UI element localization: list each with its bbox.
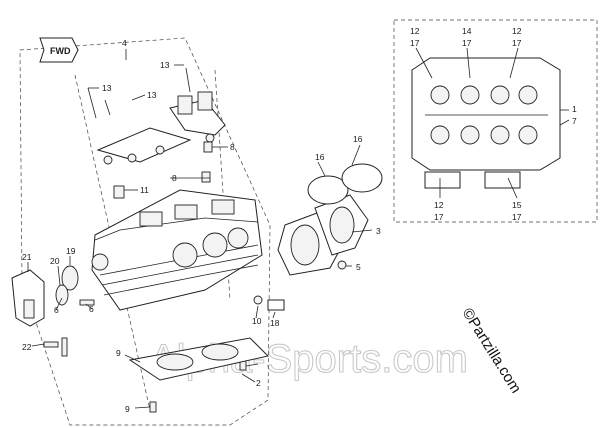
callout-13: 13 [160,60,170,70]
intake-manifolds [277,194,369,276]
bolt [43,341,59,348]
inset-callout-17: 17 [512,212,522,222]
stud-bolt [185,67,191,93]
bolt [61,337,68,357]
callout-5: 5 [356,262,361,272]
fwd-label: FWD [50,46,71,56]
cylinder-head [91,189,263,311]
callout-7: 7 [572,116,577,126]
callout-16: 16 [353,134,363,144]
callout-1: 1 [572,104,577,114]
callout-labels: 4 13 13 13 8 8 11 16 16 3 5 21 19 20 6 6… [22,26,577,414]
sleeve [113,185,125,199]
callout-22: 22 [22,342,32,352]
inset-head-top-view [411,57,561,189]
dowel-pin [203,141,213,153]
callout-8: 8 [172,173,177,183]
inset-callout-12: 12 [434,200,444,210]
callout-9: 9 [116,348,121,358]
inset-callout-12: 12 [410,26,420,36]
head-gasket [128,337,269,381]
temperature-sensor [253,295,285,311]
callout-19: 19 [66,246,76,256]
dowel-pin [149,401,157,413]
screw [337,260,347,270]
callout-16: 16 [315,152,325,162]
gasket-ring [55,284,69,306]
callout-10: 10 [252,316,262,326]
stud-bolt [87,87,97,119]
callout-18: 18 [270,318,280,328]
callout-6: 6 [54,305,59,315]
stud-bolt [104,99,111,116]
dowel-pin [201,171,211,183]
callout-21: 21 [22,252,32,262]
inset-callout-17: 17 [512,38,522,48]
inset-callout-17: 17 [410,38,420,48]
callout-6: 6 [89,304,94,314]
intake-clamps [307,163,383,205]
callout-8: 8 [230,142,235,152]
inset-callout-17: 17 [462,38,472,48]
fwd-arrow-tag: FWD [39,37,79,63]
callout-20: 20 [50,256,60,266]
callout-13: 13 [147,90,157,100]
callout-3: 3 [376,226,381,236]
inset-callout-12: 12 [512,26,522,36]
callout-2: 2 [256,378,261,388]
callout-13: 13 [102,83,112,93]
water-outlet [11,269,45,327]
inset-callout-15: 15 [512,200,522,210]
callout-4: 4 [122,38,127,48]
copyright-text: ©Partzilla.com [459,305,525,396]
o-ring [61,265,79,291]
callout-11: 11 [140,185,149,195]
callout-9: 9 [125,404,130,414]
inset-box [393,19,598,223]
inset-callout-14: 14 [462,26,472,36]
inset-callout-17: 17 [434,212,444,222]
camshaft-caps [96,91,226,165]
leader-lines [27,47,570,409]
